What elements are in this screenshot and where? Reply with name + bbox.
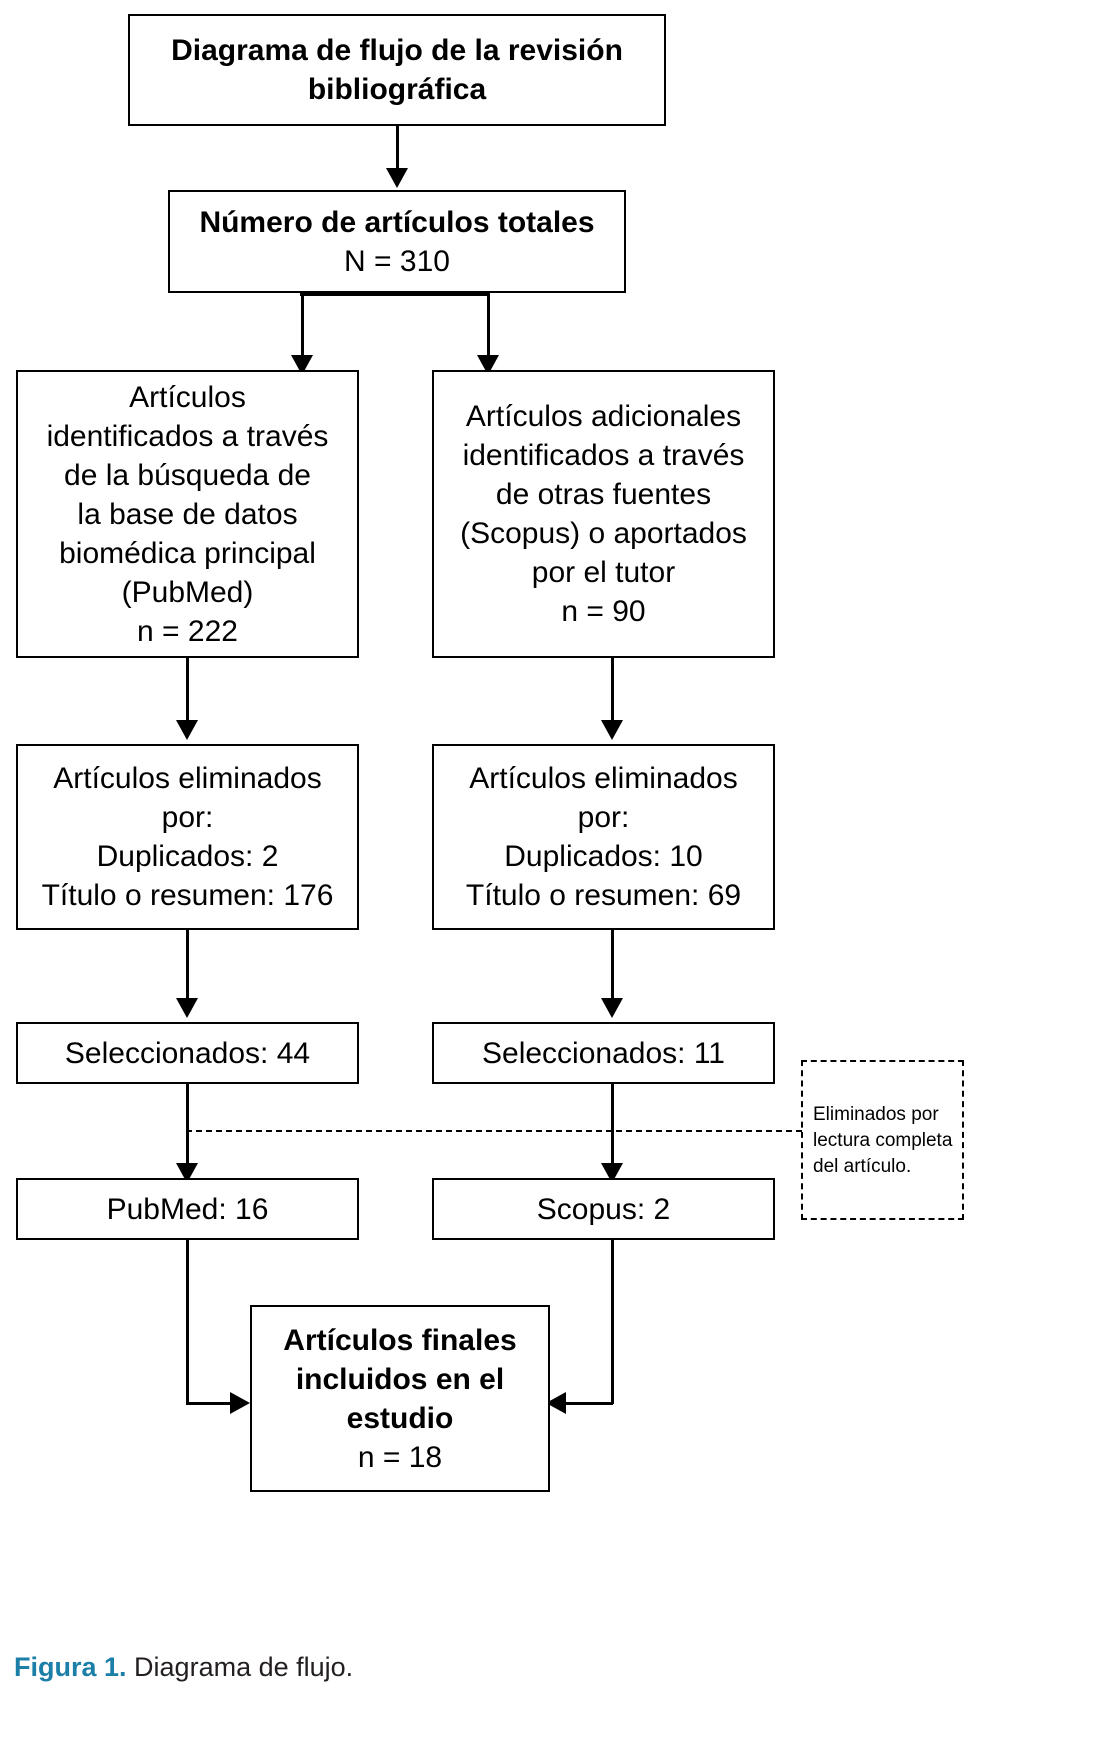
box-included-line-2: incluidos en el — [295, 1362, 505, 1396]
figure-caption-label: Figura 1. — [14, 1652, 127, 1682]
arrowhead-right-excluded-to-selected — [601, 998, 623, 1018]
connector-total-to-left — [301, 293, 304, 363]
box-total-articles-line-2: N = 310 — [344, 244, 450, 278]
box-right-excluded-line-1: Artículos eliminados — [469, 762, 738, 795]
connector-title-to-total — [396, 126, 399, 174]
box-left-selected: Seleccionados: 44 — [16, 1022, 359, 1084]
box-left-excluded-line-2: por: — [161, 801, 214, 834]
box-total-articles: Número de artículos totales N = 310 — [168, 190, 626, 293]
box-title-line-2: bibliográfica — [307, 73, 487, 106]
box-left-final-pubmed: PubMed: 16 — [16, 1178, 359, 1240]
connector-left-selected-to-final — [186, 1084, 189, 1174]
box-right-source-line-4: (Scopus) o aportados — [460, 517, 747, 550]
box-left-source-pubmed: Artículos identificados a través de la b… — [16, 370, 359, 658]
box-left-excluded-line-3: Duplicados: 2 — [96, 840, 279, 873]
connector-right-excluded-to-selected — [611, 930, 614, 1006]
connector-note-dashed — [186, 1130, 802, 1132]
box-title: Diagrama de flujo de la revisión bibliog… — [128, 14, 666, 126]
box-right-final-scopus: Scopus: 2 — [432, 1178, 775, 1240]
arrowhead-right-source-to-excluded — [601, 720, 623, 740]
box-included-line-3: estudio — [346, 1401, 454, 1435]
box-left-final-line-1: PubMed: 16 — [106, 1192, 269, 1226]
box-note-full-text-exclusions: Eliminados por lectura completa del artí… — [801, 1060, 964, 1220]
connector-right-final-across — [563, 1402, 613, 1405]
arrowhead-left-source-to-excluded — [176, 720, 198, 740]
box-left-source-line-7: n = 222 — [137, 614, 238, 648]
arrowhead-right-final-to-included — [546, 1392, 566, 1414]
connector-total-split — [300, 293, 488, 296]
box-right-selected-line-1: Seleccionados: 11 — [482, 1036, 725, 1070]
box-right-selected: Seleccionados: 11 — [432, 1022, 775, 1084]
box-left-source-line-3: de la búsqueda de — [64, 458, 311, 492]
box-right-source-line-6: n = 90 — [561, 595, 646, 628]
box-right-excluded-line-4: Título o resumen: 69 — [465, 879, 742, 912]
arrowhead-title-to-total — [386, 168, 408, 188]
box-right-final-line-1: Scopus: 2 — [536, 1192, 671, 1226]
box-right-source-line-2: identificados a través — [462, 439, 745, 472]
connector-right-source-to-excluded — [611, 658, 614, 728]
box-note-line-2: por lectura — [813, 1103, 939, 1151]
figure-caption-text: Diagrama de flujo. — [134, 1652, 354, 1682]
arrowhead-left-final-to-included — [230, 1392, 250, 1414]
figure-caption: Figura 1. Diagrama de flujo. — [14, 1650, 353, 1685]
connector-right-selected-to-final — [611, 1084, 614, 1174]
box-left-source-line-2: identificados a través — [46, 419, 329, 453]
box-left-excluded: Artículos eliminados por: Duplicados: 2 … — [16, 744, 359, 930]
connector-total-to-right — [487, 293, 490, 363]
box-right-source-line-5: por el tutor — [531, 556, 676, 589]
connector-left-source-to-excluded — [186, 658, 189, 728]
box-included-line-1: Artículos finales — [283, 1323, 517, 1357]
box-total-articles-line-1: Número de artículos totales — [199, 205, 595, 239]
box-left-source-line-6: (PubMed) — [121, 575, 254, 609]
box-included-line-4: n = 18 — [357, 1440, 443, 1474]
box-left-source-line-4: la base de datos — [77, 497, 298, 531]
box-right-source-line-1: Artículos adicionales — [465, 400, 742, 433]
box-title-line-1: Diagrama de flujo de la revisión — [171, 34, 623, 67]
box-left-source-line-5: biomédica principal — [59, 536, 316, 570]
box-included-final: Artículos finales incluidos en el estudi… — [250, 1305, 550, 1492]
box-left-excluded-line-1: Artículos eliminados — [53, 762, 322, 795]
connector-left-final-down — [186, 1240, 189, 1404]
box-right-source-other: Artículos adicionales identificados a tr… — [432, 370, 775, 658]
connector-left-excluded-to-selected — [186, 930, 189, 1006]
box-right-source-line-3: de otras fuentes — [495, 478, 712, 511]
connector-left-final-across — [186, 1402, 234, 1405]
box-left-excluded-line-4: Título o resumen: 176 — [41, 879, 334, 912]
box-note-line-1: Eliminados — [813, 1103, 906, 1125]
box-left-source-line-1: Artículos — [129, 380, 246, 414]
box-right-excluded-line-3: Duplicados: 10 — [504, 840, 703, 873]
connector-right-final-down — [611, 1240, 614, 1404]
box-note-line-4: artículo. — [843, 1156, 912, 1178]
box-left-selected-line-1: Seleccionados: 44 — [64, 1036, 311, 1070]
arrowhead-left-excluded-to-selected — [176, 998, 198, 1018]
box-note-line-3: completa del — [813, 1129, 953, 1178]
box-right-excluded: Artículos eliminados por: Duplicados: 10… — [432, 744, 775, 930]
box-right-excluded-line-2: por: — [577, 801, 630, 834]
